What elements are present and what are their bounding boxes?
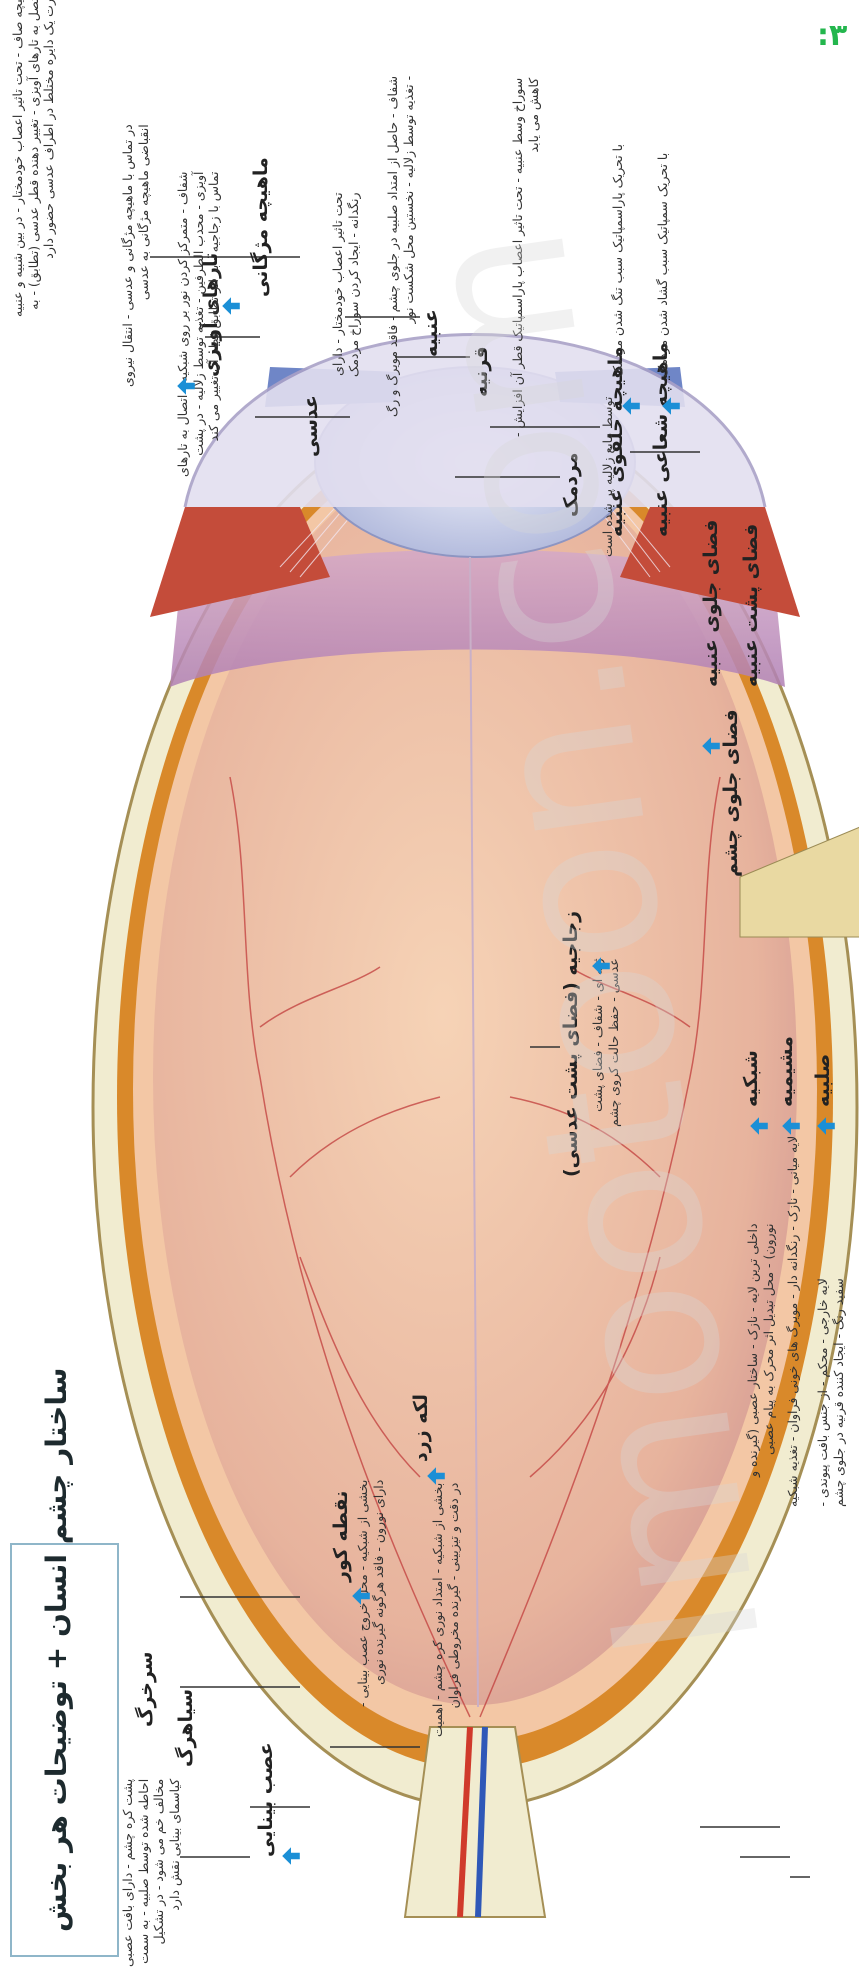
arrow-icon-optic-nerve [280,1845,302,1867]
desc-optic-line-1: پشت کره چشم - دارای بافت عصبی [120,1779,136,1967]
desc-ciliary-muscle: ماهیچه صاف - تحت تاثیر اعصاب خودمختار - … [10,0,57,317]
label-aqueous-space: فضای جلوی چشم [720,709,744,877]
desc-sclera-line-1: لایه خارجی - محکم - از جنس بافت پیوندی - [815,1278,831,1507]
desc-optic-nerve: پشت کره چشم - دارای بافت عصبی احاطه شده … [120,1779,183,1967]
arrow-icon-aqueous [700,735,722,757]
desc-vitreous-line-2: عدسی - حفظ حالت کروی چشم [606,958,622,1127]
desc-iris-line-2: رنگدانه - ایجاد کردن سوراخ مردمک [346,192,362,377]
label-anterior-chamber: فضای جلوی عنبیه [700,520,724,687]
desc-pupil-line-1: سوراخ وسط عنبیه - تحت تاثیر اعصاب پاراسم… [510,78,526,437]
desc-vitreous-line-1: ژله ای - شفاف - فضای پشت [590,958,606,1127]
label-retina: شبکیه [740,1050,764,1107]
arrow-icon-ciliary [220,295,242,317]
label-vein: سیاهرگ [175,1689,199,1767]
desc-sclera: لایه خارجی - محکم - از جنس بافت پیوندی -… [815,1278,846,1507]
label-pupil: مردمک [560,452,584,517]
arrow-icon-sclera [815,1115,837,1137]
arrow-icon-vitreous [590,955,612,977]
label-sclera: صلبیه [812,1054,836,1107]
label-iris: عنبیه [420,309,444,357]
desc-ciliary-line-3: صورت یک دایره مختلط در اطراف عدسی حضور د… [41,0,57,317]
desc-ciliary-line-1: ماهیچه صاف - تحت تاثیر اعصاب خودمختار - … [10,0,26,317]
label-vitreous: زجاجیه (فضای پشت عدسی) [560,911,584,1177]
label-yellow-spot: لکه زرد [410,1394,434,1462]
desc-ciliary-line-2: - متصل به تارهای آویزی - تغییر دهنده قطر… [26,0,42,317]
arrow-icon-iris-radial [660,395,682,417]
desc-optic-line-3: مخالف خم می شود - در تشکیل [151,1779,167,1967]
desc-vitreous: ژله ای - شفاف - فضای پشت عدسی - حفظ حالت… [590,958,621,1127]
desc-optic-line-2: احاطه شده توسط صلبیه - به سمت [136,1779,152,1967]
desc-blind-line-2: دارای نورون - فاقد هرگونه گیرنده نوری [371,1480,387,1707]
desc-iris-circular: با تحریک پاراسمپاتیک سبب تنگ شدن مردمک [610,144,626,377]
label-ciliary-muscle: ماهیچه مژگانی [250,157,274,297]
desc-sclera-line-2: سفید رنگ - ایجاد کننده قرنیه در جلوی چشم [831,1278,847,1507]
desc-yellow-line-2: در دقت و تیزبینی - گیرنده مخروطی فراوان [446,1483,462,1737]
desc-yellow-line-1: بخشی از شبکیه - امتداد نوری کره چشم - اه… [430,1483,446,1737]
desc-pupil-line-2: کاهش می یابد [526,78,542,437]
desc-aqueous: توسط مایع زلالیه پر شده است [600,397,616,557]
arrow-icon-yellow-spot [425,1465,447,1487]
desc-cornea-line-1: شفاف - حاصل از امتداد صلبیه در جلوی چشم … [385,76,401,417]
label-cornea: قرنیه [470,346,494,397]
arrow-icon-choroid [780,1115,802,1137]
desc-lens-line-3: تماس با زجاجیه - بر اثر تطابق قطر آن تغی… [206,171,222,477]
desc-lens-line-2: آویزی - محدب الطرفین - تغذیه توسط زلالیه… [191,171,207,477]
label-choroid: مشیمیه [775,1036,799,1107]
label-blind-spot: نقطه کور [330,1491,354,1582]
desc-zonular-line-2: انقباضی ماهیچه مژگانی به عدسی [136,124,152,387]
label-lens: عدسی [300,395,324,457]
desc-choroid: لایه میانی - نازک - رنگدانه دار - مویرگ … [785,1136,801,1507]
desc-pupil: سوراخ وسط عنبیه - تحت تاثیر اعصاب پاراسم… [510,78,541,437]
label-artery: سرخرگ [135,1652,159,1727]
desc-retina-line-2: نورون) - محل تبدیل اثر محرک به پیام عصبی [761,1223,777,1477]
page-title: ساختار چشم انسان + توضیحات هر بخش [40,1368,73,1932]
desc-cornea: شفاف - حاصل از امتداد صلبیه در جلوی چشم … [385,76,416,417]
desc-zonular-fibers: در تماس با ماهیچه مژگانی و عدسی - انتقال… [120,124,151,387]
desc-iris-line-1: تحت تاثیر اعصاب خودمختار - دارای [330,192,346,377]
label-posterior-chamber: فضای پشت عنبیه [740,524,764,687]
desc-zonular-line-1: در تماس با ماهیچه مژگانی و عدسی - انتقال… [120,124,136,387]
desc-optic-line-4: کیاسمای بینایی نقش دارد [167,1779,183,1967]
desc-retina-line-1: داخلی ترین لایه - نازک - ساختار عصبی (گی… [745,1223,761,1477]
desc-retina: داخلی ترین لایه - نازک - ساختار عصبی (گی… [745,1223,776,1477]
desc-lens-line-1: شفاف - متمرکز کردن نور بر روی شبکیه - ات… [175,171,191,477]
desc-yellow-spot: بخشی از شبکیه - امتداد نوری کره چشم - اه… [430,1483,461,1737]
desc-lens: شفاف - متمرکز کردن نور بر روی شبکیه - ات… [175,171,222,477]
arrow-icon-blind-spot [350,1585,372,1607]
desc-cornea-line-2: - تغذیه توسط زلالیه - نخستین محل شکست نو… [401,76,417,417]
desc-iris-radial: با تحریک سمپاتیک سبب گشاد شدن مردمک [655,153,671,377]
arrow-icon-retina [748,1115,770,1137]
label-optic-nerve: عصب بینایی [255,1742,279,1857]
arrow-icon-zonular [175,375,197,397]
arrow-icon-iris-circular [620,395,642,417]
desc-iris: تحت تاثیر اعصاب خودمختار - دارای رنگدانه… [330,192,361,377]
